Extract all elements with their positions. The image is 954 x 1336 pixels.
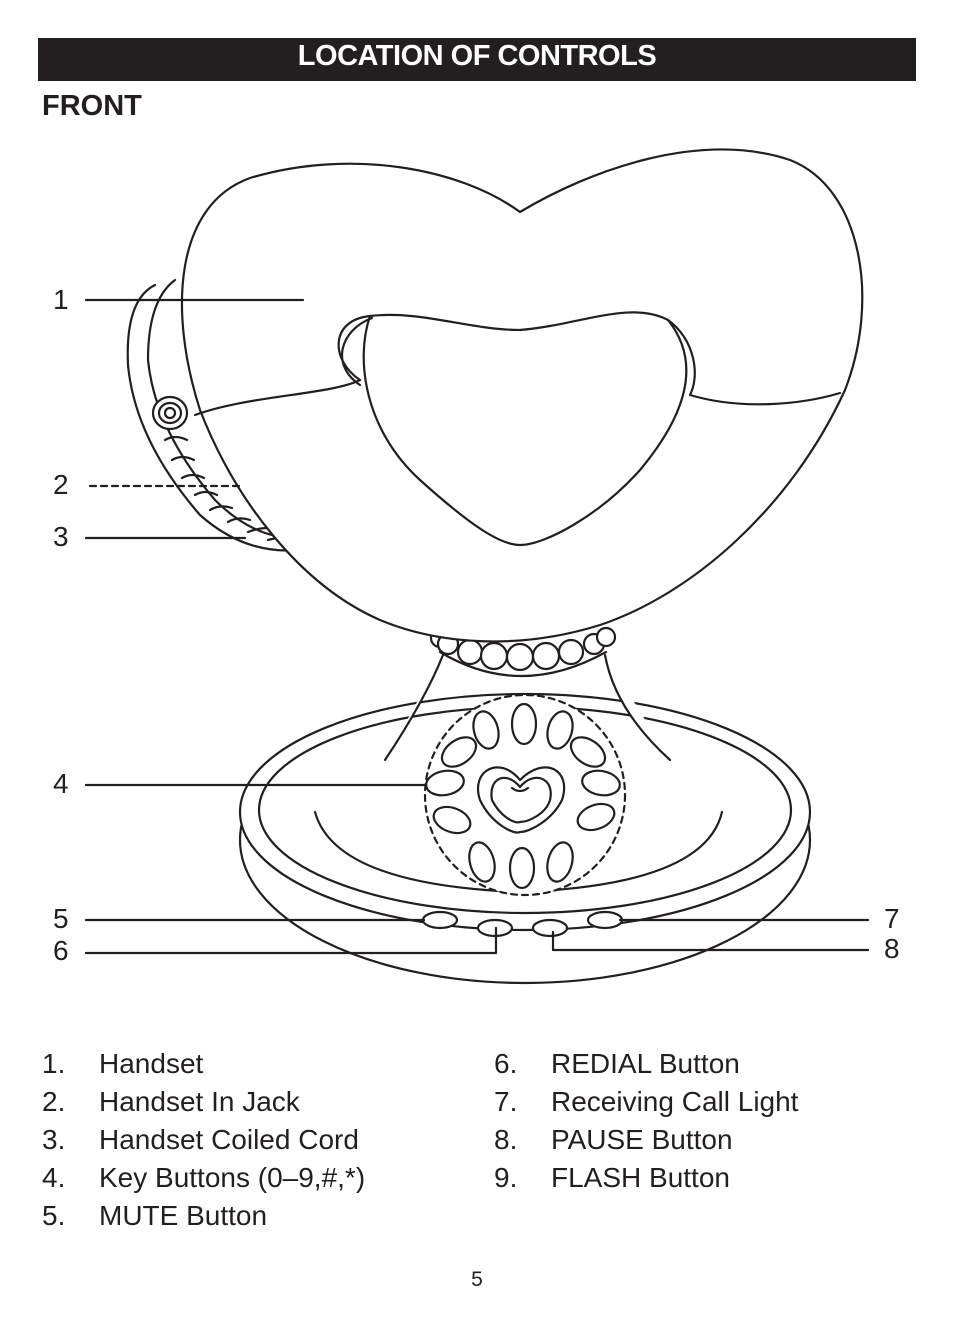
callout-1: 1 (53, 284, 69, 315)
page-title: LOCATION OF CONTROLS (38, 38, 916, 81)
list-item-label: FLASH Button (551, 1162, 730, 1193)
callout-2: 2 (53, 469, 69, 500)
callout-6: 6 (53, 935, 69, 966)
list-item-label: Handset In Jack (99, 1086, 300, 1117)
handset-jack (151, 395, 189, 431)
list-item-label: Handset Coiled Cord (99, 1124, 359, 1155)
callout-4: 4 (53, 768, 69, 799)
keypad (423, 693, 627, 897)
list-item-number: 6. (494, 1048, 518, 1079)
list-item-number: 5. (42, 1200, 66, 1231)
callout-7: 7 (884, 903, 900, 934)
phone-front-diagram: 1 2 3 4 5 6 7 8 (53, 148, 900, 985)
controls-list-left: 1. Handset 2. Handset In Jack 3. Handset Co… (42, 1048, 462, 1248)
list-item-label: REDIAL Button (551, 1048, 740, 1079)
list-item-number: 2. (42, 1086, 66, 1117)
list-item-number: 1. (42, 1048, 66, 1079)
callout-3: 3 (53, 521, 69, 552)
list-item-label: Receiving Call Light (551, 1086, 799, 1117)
callout-8: 8 (884, 933, 900, 964)
leader-lines (84, 298, 870, 955)
phone-neck (383, 650, 672, 762)
list-item-number: 3. (42, 1124, 66, 1155)
controls-list-right: 6. REDIAL Button 7. Receiving Call Light 8… (494, 1048, 914, 1208)
list-item-label: PAUSE Button (551, 1124, 733, 1155)
list-item-number: 4. (42, 1162, 66, 1193)
callout-5: 5 (53, 903, 69, 934)
list-item-number: 8. (494, 1124, 518, 1155)
section-title: FRONT (42, 90, 142, 122)
list-item-label: MUTE Button (99, 1200, 268, 1231)
list-item-number: 9. (494, 1162, 518, 1193)
list-item-label: Handset (99, 1048, 204, 1079)
list-item-label: Key Buttons (0–9,#,*) (99, 1162, 366, 1193)
page-number: 5 (471, 1268, 483, 1291)
list-item-number: 7. (494, 1086, 518, 1117)
handset-heart (180, 148, 864, 643)
